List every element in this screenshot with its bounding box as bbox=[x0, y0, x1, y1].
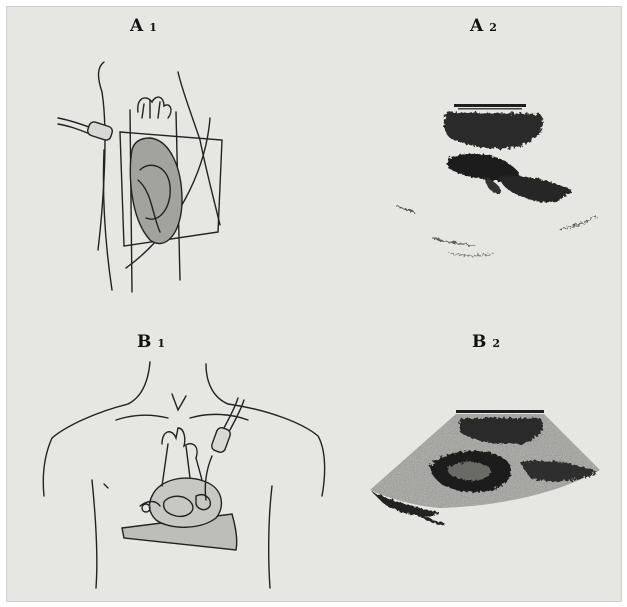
diagram-a1-thorax-transducer bbox=[58, 62, 222, 292]
torso-side-left bbox=[92, 480, 97, 588]
probe-bar bbox=[456, 410, 544, 413]
heart-outline bbox=[130, 138, 182, 244]
chest-mark bbox=[104, 484, 108, 488]
echo-speckle-2 bbox=[432, 238, 476, 246]
echo-speckle-4 bbox=[450, 254, 494, 256]
clavicle-left bbox=[116, 415, 168, 420]
diagram-b1-thorax-transducer bbox=[43, 362, 324, 588]
probe-bar bbox=[454, 104, 526, 107]
transducer-probe bbox=[210, 426, 231, 453]
echo-speckle-3 bbox=[560, 216, 596, 230]
suprasternal-notch bbox=[172, 394, 186, 410]
vessel-lumen bbox=[142, 504, 150, 512]
transducer-probe bbox=[86, 121, 113, 142]
transducer-cable bbox=[58, 118, 92, 128]
vessel-left bbox=[162, 444, 168, 486]
vessel-lines bbox=[142, 100, 160, 118]
torso-side-right bbox=[269, 486, 272, 588]
ultrasound-b2 bbox=[370, 410, 600, 524]
shoulder-left bbox=[43, 404, 128, 496]
echo-near-field bbox=[444, 112, 543, 148]
neck-left bbox=[128, 362, 150, 404]
vessel-descending bbox=[186, 446, 202, 480]
neck-right bbox=[206, 364, 228, 404]
echo-speckle-1 bbox=[396, 206, 414, 212]
ultrasound-a2 bbox=[396, 104, 596, 256]
echo-band-2 bbox=[500, 176, 572, 203]
clavicle-right bbox=[190, 414, 248, 420]
